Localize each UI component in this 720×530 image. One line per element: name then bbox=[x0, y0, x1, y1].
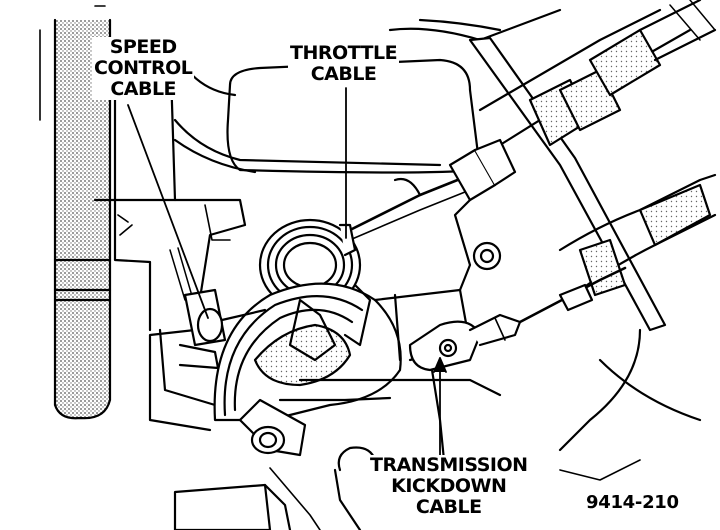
upper-cable-bundle bbox=[478, 0, 717, 147]
label-kickdown-line-3: CABLE bbox=[415, 496, 482, 518]
right-hose bbox=[558, 173, 717, 481]
label-kickdown-line-2: KICKDOWN bbox=[391, 475, 507, 497]
leader-speed-control bbox=[127, 104, 209, 319]
intake-housing bbox=[168, 8, 562, 174]
throttle-lever-wheel bbox=[213, 282, 402, 457]
label-throttle-cable: THROTTLE CABLE bbox=[288, 42, 400, 85]
bottom-block bbox=[173, 467, 321, 530]
label-speed-control-cable: SPEED CONTROL CABLE bbox=[92, 36, 195, 100]
label-speed-control-line-2: CONTROL bbox=[94, 57, 193, 79]
label-speed-control-line-1: SPEED bbox=[109, 36, 177, 58]
engine-block bbox=[93, 38, 247, 432]
label-speed-control-line-3: CABLE bbox=[110, 78, 177, 100]
label-kickdown-line-1: TRANSMISSION bbox=[370, 454, 528, 476]
throttle-cable-housing bbox=[337, 138, 517, 246]
label-transmission-kickdown-cable: TRANSMISSION KICKDOWN CABLE bbox=[368, 455, 530, 518]
label-throttle-line-1: THROTTLE bbox=[290, 42, 398, 64]
figure-number: 9414-210 bbox=[586, 492, 679, 513]
left-support-post bbox=[39, 18, 112, 420]
leader-lines bbox=[127, 87, 447, 456]
speed-control-cable bbox=[178, 288, 267, 370]
kickdown-lever bbox=[408, 266, 627, 372]
label-throttle-line-2: CABLE bbox=[310, 63, 377, 85]
